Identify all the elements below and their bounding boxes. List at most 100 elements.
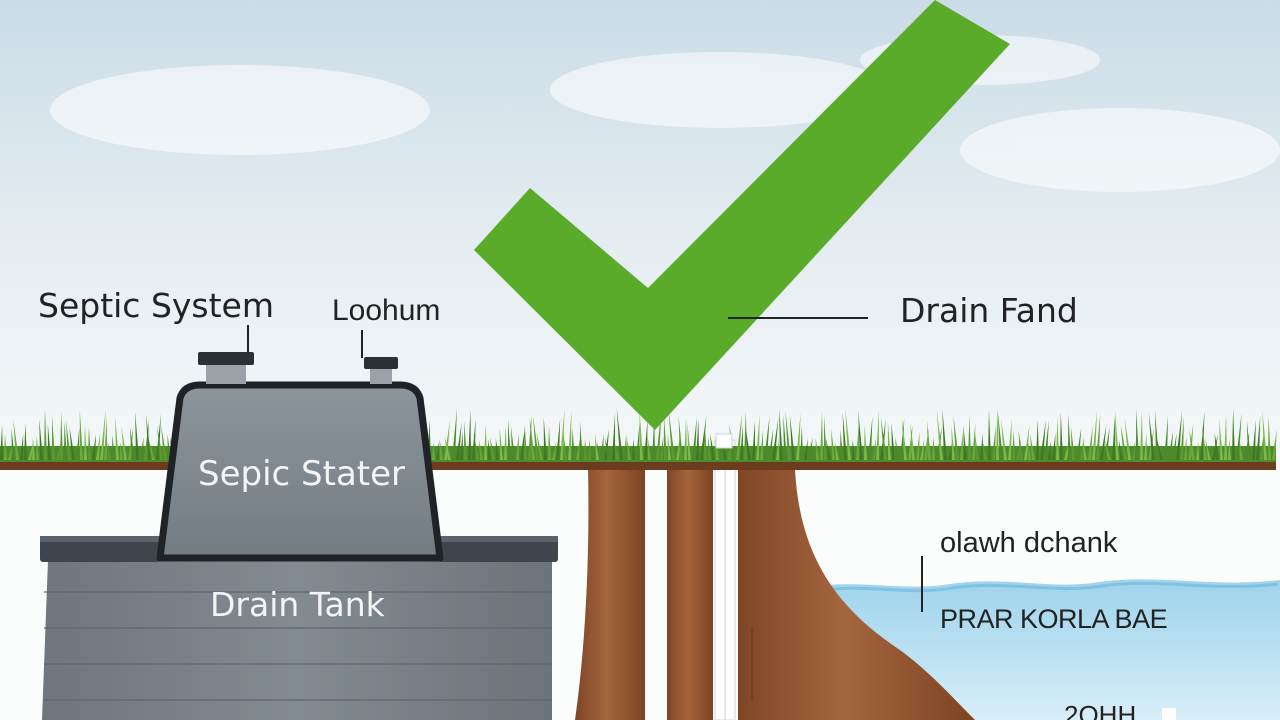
label-septic-system: Septic System <box>38 286 274 325</box>
grass-blade <box>572 427 575 460</box>
grass-blade <box>808 437 813 460</box>
riser-left <box>206 362 246 384</box>
grass-blade <box>1228 438 1231 460</box>
grass-blade <box>604 437 611 460</box>
grass-blade <box>1154 410 1159 460</box>
grass-blade <box>815 437 819 460</box>
grass-blade <box>76 427 80 460</box>
grass-blade <box>1184 437 1187 460</box>
grass-blade <box>548 425 551 460</box>
grass-blade <box>678 416 683 460</box>
grass-blade <box>667 433 671 460</box>
grass-blade <box>810 441 815 460</box>
grass-blade <box>146 413 151 460</box>
grass-blade <box>0 425 3 460</box>
grass-blade <box>600 433 604 460</box>
grass-blade <box>92 433 96 460</box>
grass-blade <box>473 433 479 460</box>
grass-blade <box>52 415 55 460</box>
grass-blade <box>64 421 67 460</box>
grass-blade <box>834 441 839 460</box>
label-prar-korla-bae: PRAR KORLA BAE <box>940 604 1168 634</box>
grass-blade <box>84 425 87 460</box>
grass-blade <box>820 411 823 460</box>
grass-blade <box>1056 416 1059 460</box>
label-drain-fand: Drain Fand <box>900 291 1078 330</box>
grass-blade <box>632 438 635 460</box>
grass-blade <box>1120 424 1127 460</box>
grass-blade <box>895 437 899 460</box>
grass-blade <box>39 419 43 460</box>
label-loohum: Loohum <box>332 294 441 327</box>
grass-blade <box>900 417 905 460</box>
grass-blade <box>960 432 963 460</box>
water-surface-line <box>811 581 1279 594</box>
grass-blade <box>876 410 879 460</box>
grass-blade <box>128 426 134 460</box>
grass-blade <box>1024 424 1030 460</box>
grass-blade <box>740 424 743 460</box>
grass-blade <box>982 441 987 460</box>
grass-blade <box>920 438 925 460</box>
grass-blade <box>432 441 435 460</box>
grass-blade <box>516 433 519 460</box>
grass-blade <box>1104 439 1111 460</box>
grass-blade <box>576 436 581 460</box>
label-sepic-stater: Sepic Stater <box>198 454 406 494</box>
grass-blade <box>927 420 931 460</box>
grass-blade <box>1148 427 1155 460</box>
grass-blade <box>1140 411 1143 460</box>
grass-blade <box>764 416 770 460</box>
grass-blade <box>560 409 565 460</box>
soil-line <box>0 460 1276 470</box>
grass-blade <box>479 440 483 460</box>
label-olawh-dchank: olawh dchank <box>940 527 1118 559</box>
grass-blade <box>1244 433 1250 460</box>
checkmark-icon <box>474 0 1010 430</box>
grass-blade <box>980 433 983 460</box>
grass-blade <box>129 426 135 460</box>
grass-blade <box>121 427 127 460</box>
grass-blade <box>161 425 167 460</box>
grass-blade <box>616 408 623 460</box>
grass-blade <box>1272 429 1277 460</box>
grass-blade <box>1232 408 1235 460</box>
grass-blade <box>804 438 808 460</box>
grass-blade <box>1124 418 1131 460</box>
grass-blade <box>858 410 863 460</box>
grass-blade <box>644 419 648 460</box>
grass-blade <box>1100 424 1107 460</box>
grass-blade <box>772 418 779 460</box>
grass-blade <box>910 422 915 460</box>
grass-blade <box>439 438 443 460</box>
grass-blade <box>612 412 616 460</box>
grass-blade <box>468 409 471 460</box>
grass-blade <box>745 425 751 460</box>
grass-blade <box>444 436 451 460</box>
grass-blade <box>880 416 887 460</box>
water-marker <box>1162 708 1176 720</box>
grass-blade <box>700 415 707 460</box>
grass-blade <box>533 416 539 460</box>
grass-blade <box>1018 430 1023 460</box>
grass-blade <box>460 431 463 460</box>
grass-blade <box>44 408 47 460</box>
grass-blade <box>536 432 543 460</box>
riser-right <box>370 366 392 384</box>
grass-blade <box>864 424 867 460</box>
grass-blade <box>568 411 572 460</box>
grass-blade <box>1256 415 1261 460</box>
grass-blade <box>604 428 609 460</box>
tank-body <box>42 560 552 720</box>
grass-blade <box>4 433 7 460</box>
grass-blade <box>692 416 697 460</box>
grass-blade <box>13 419 19 460</box>
grass-blade <box>1144 433 1147 460</box>
grass-blade <box>444 419 451 460</box>
grass-blade <box>524 425 527 460</box>
grass-blade <box>916 432 920 460</box>
grass-blade <box>1012 430 1015 460</box>
grass-blade <box>932 436 935 460</box>
